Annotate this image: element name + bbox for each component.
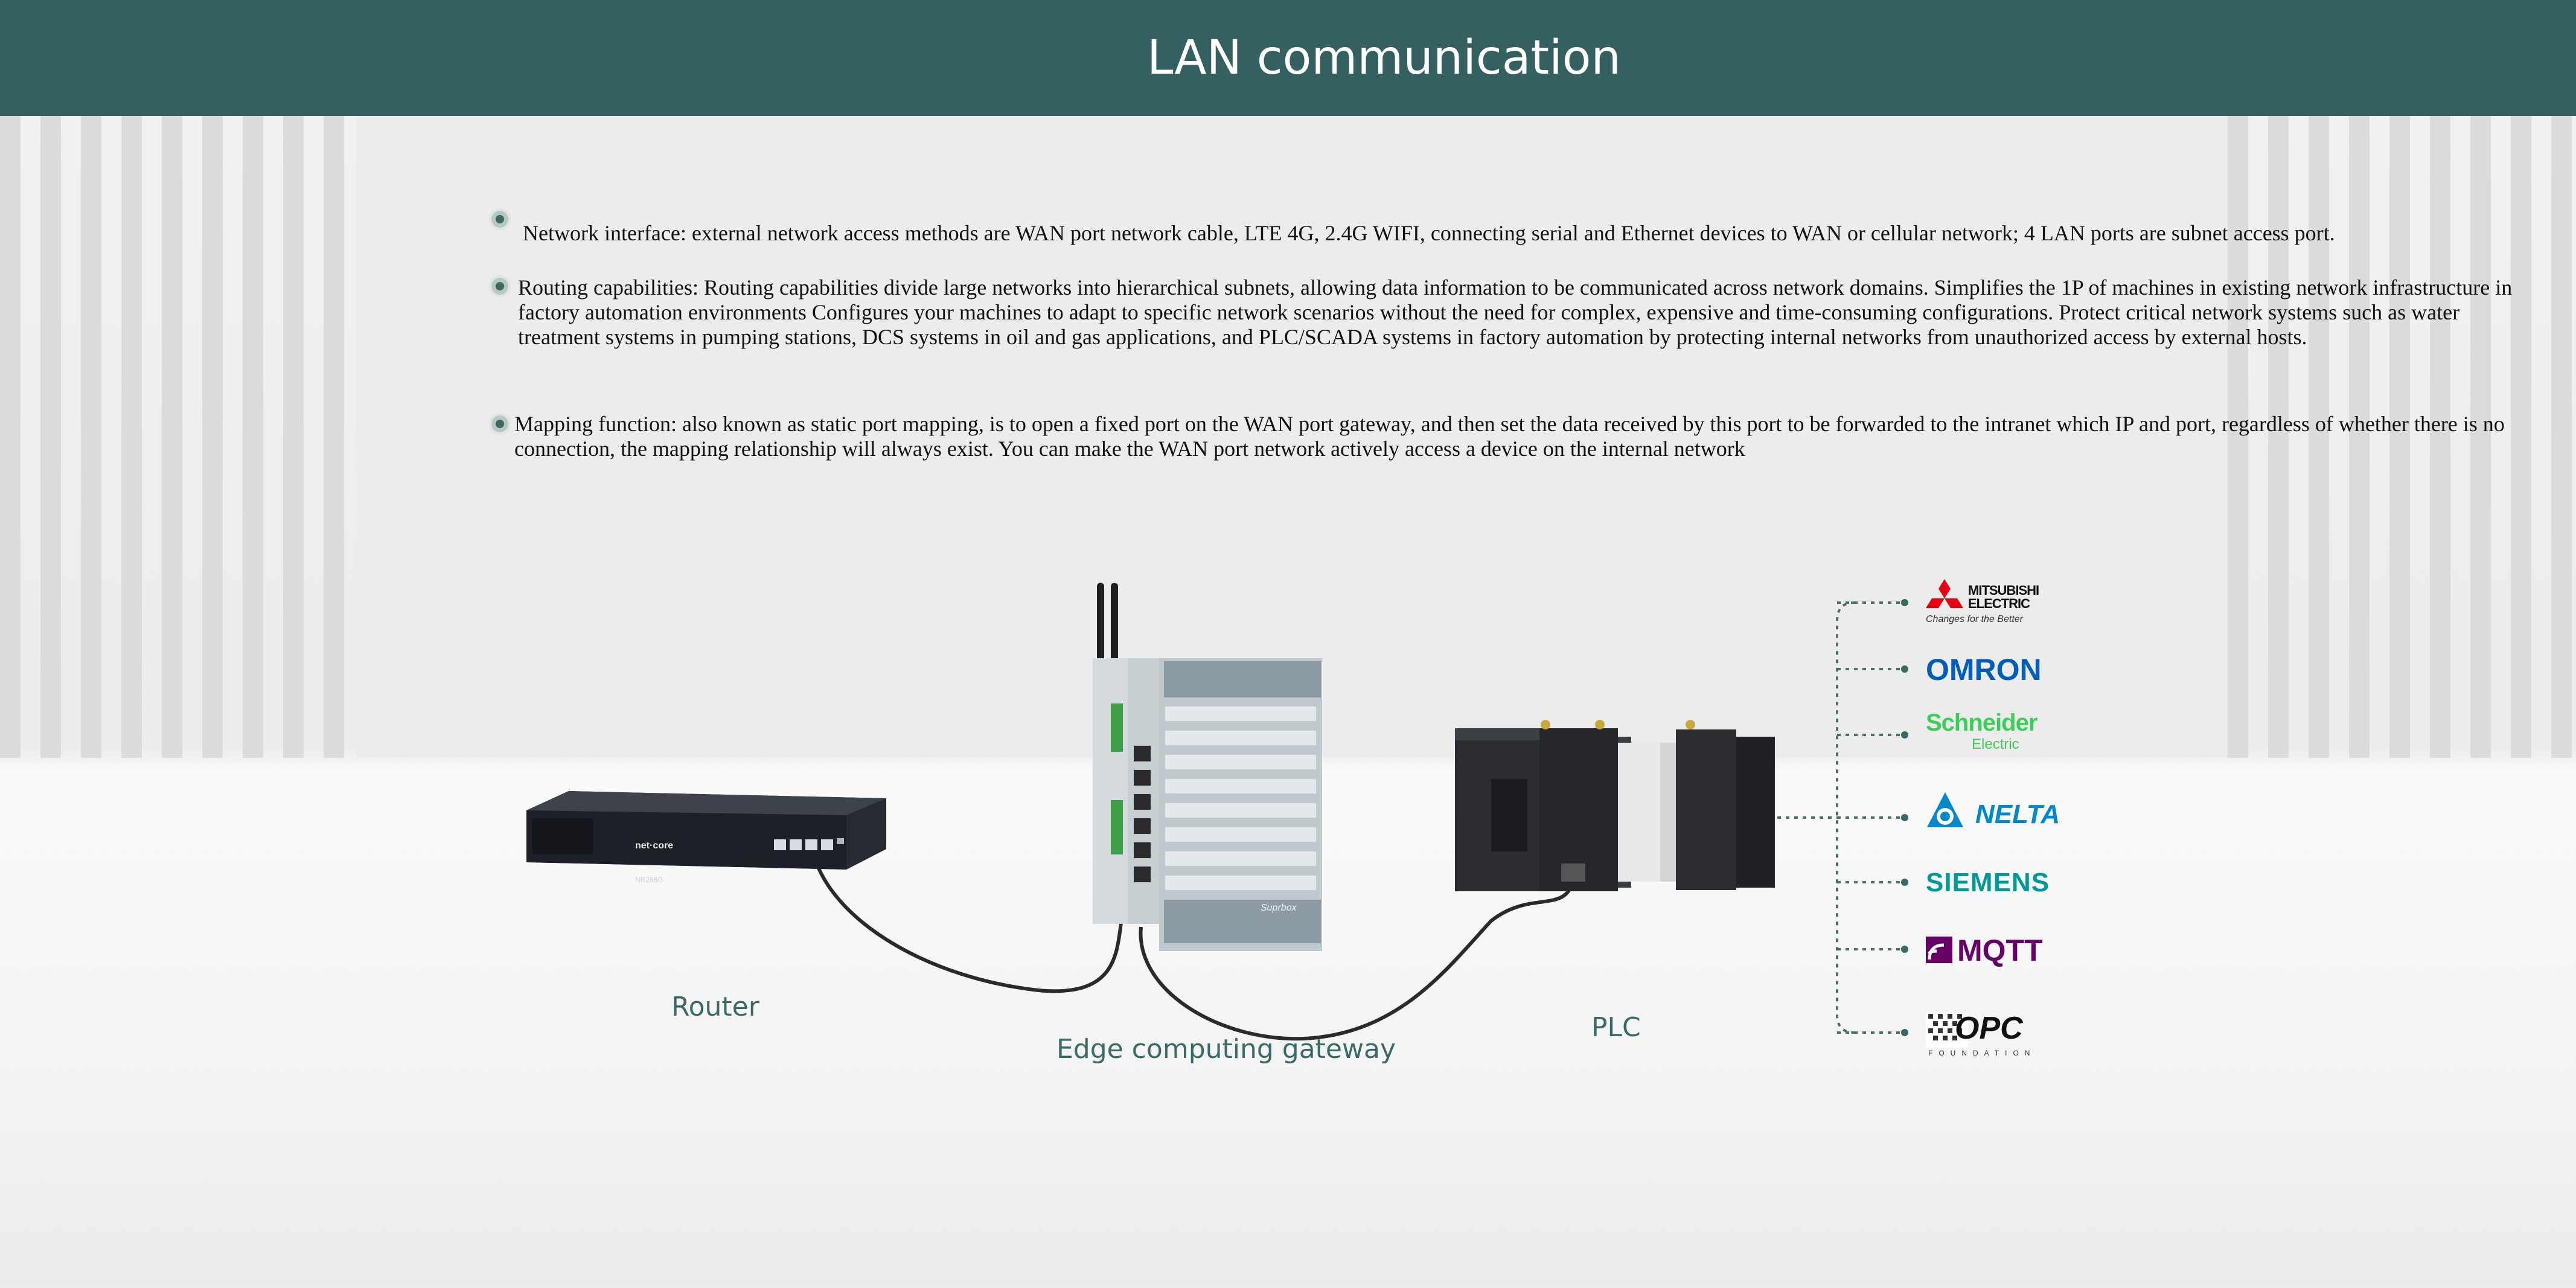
gateway-plc-cable xyxy=(1139,872,1576,1041)
opc-foundation-logo: OPC FOUNDATION xyxy=(1926,1011,2047,1060)
connector-dot xyxy=(1901,814,1908,821)
right-stripe-pattern xyxy=(2228,116,2576,758)
protocol-bus-line xyxy=(1836,601,1855,1034)
plc-label: PLC xyxy=(1591,1012,1641,1043)
router-device: net·core NR266G xyxy=(526,791,886,912)
bullet-icon xyxy=(489,208,511,230)
gateway-brand: Suprbox xyxy=(1261,903,1297,913)
opc-subtext: FOUNDATION xyxy=(1928,1049,2036,1057)
router-image xyxy=(526,791,886,870)
header-bar: LAN communication xyxy=(0,0,2576,116)
gateway-label: Edge computing gateway xyxy=(1056,1034,1396,1065)
bullet-mapping-function: Mapping function: also known as static p… xyxy=(514,412,2505,461)
mqtt-icon xyxy=(1926,937,1952,963)
opc-text: OPC xyxy=(1955,1011,2023,1046)
mqtt-text: MQTT xyxy=(1957,934,2043,967)
delta-icon xyxy=(1927,792,1963,827)
mitsubishi-logo: MITSUBISHI ELECTRIC Changes for the Bett… xyxy=(1926,577,2047,631)
connector-dot xyxy=(1901,946,1908,953)
mitsubishi-icon xyxy=(1926,579,1963,608)
gateway-device: Suprbox xyxy=(1093,583,1322,951)
omron-logo: OMRON xyxy=(1926,653,2042,687)
delta-logo: NELTA xyxy=(1926,791,2060,833)
schneider-logo: Schneider Electric xyxy=(1926,710,2047,758)
mitsubishi-tagline: Changes for the Better xyxy=(1926,614,2023,624)
mitsubishi-line1: MITSUBISHI xyxy=(1968,583,2039,598)
opc-pattern-icon xyxy=(1926,1011,1968,1048)
siemens-logo: SIEMENS xyxy=(1926,868,2050,897)
bullet-routing-capabilities: Routing capabilities: Routing capabiliti… xyxy=(518,275,2513,349)
router-gateway-cable xyxy=(814,861,1123,993)
bullet-icon xyxy=(489,413,511,435)
schneider-line1: Schneider xyxy=(1926,710,2037,736)
page-title: LAN communication xyxy=(1147,31,1621,85)
router-label: Router xyxy=(671,992,759,1022)
connector-dot xyxy=(1901,599,1908,606)
delta-text: NELTA xyxy=(1975,799,2060,829)
bullet-icon xyxy=(489,275,511,297)
plc-image xyxy=(1455,720,1775,891)
connector-dot xyxy=(1901,1029,1908,1036)
connector-dot xyxy=(1901,879,1908,886)
mitsubishi-line2: ELECTRIC xyxy=(1968,596,2030,611)
plc-device xyxy=(1455,719,1775,900)
content-background xyxy=(356,116,2228,758)
mqtt-logo: MQTT xyxy=(1926,933,2053,969)
gateway-image xyxy=(1093,583,1322,951)
bullet-network-interface: Network interface: external network acce… xyxy=(523,221,2335,245)
router-brand: net·core xyxy=(635,841,674,851)
left-stripe-pattern xyxy=(0,116,356,758)
router-model: NR266G xyxy=(635,876,663,884)
schneider-line2: Electric xyxy=(1972,736,2019,752)
connector-dot xyxy=(1901,731,1908,739)
connector-dot xyxy=(1901,665,1908,673)
